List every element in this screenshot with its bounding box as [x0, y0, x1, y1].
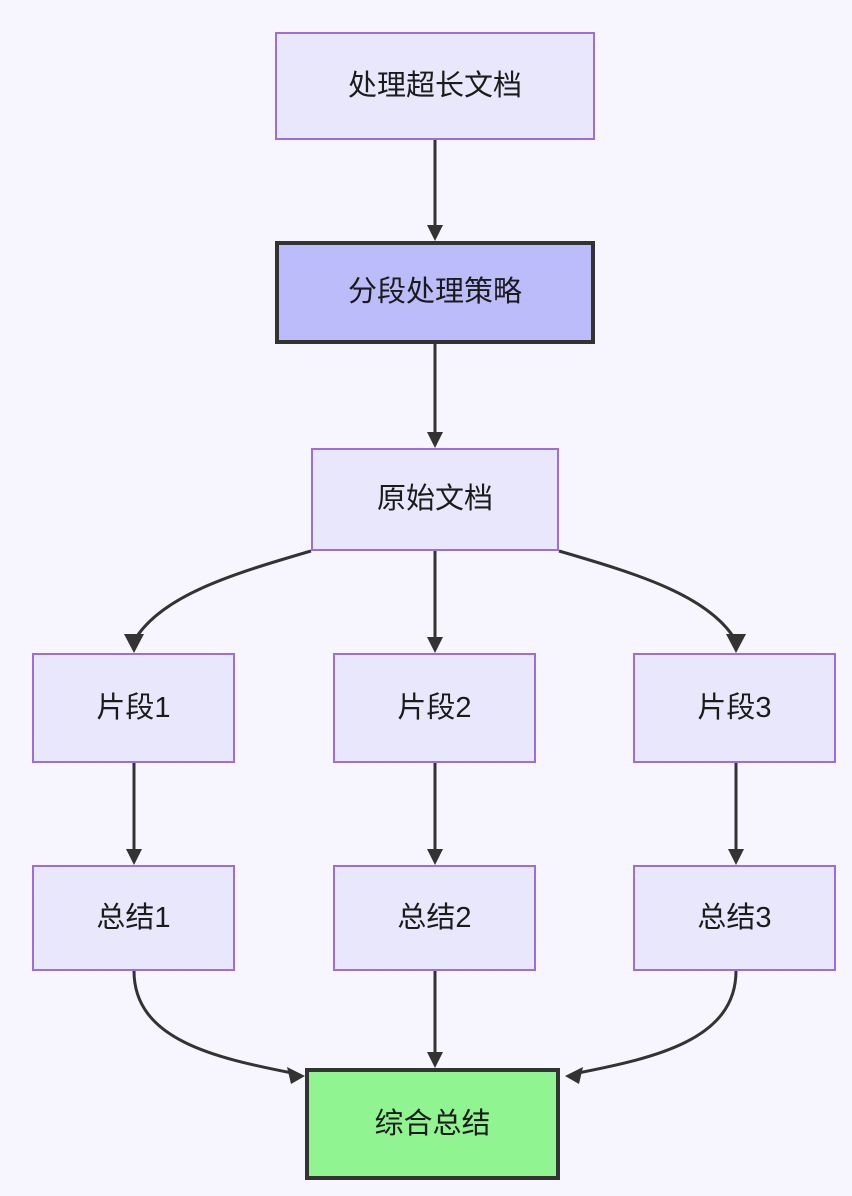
edge-line	[132, 970, 293, 1075]
flow-edge-e-source-chunk2	[427, 551, 443, 653]
flow-edge-e-source-chunk3	[558, 549, 746, 653]
flow-node-sum1[interactable]: 总结1	[32, 865, 235, 971]
flow-node-label: 总结1	[96, 901, 171, 934]
edge-line	[577, 970, 738, 1075]
flow-node-label: 综合总结	[374, 1107, 491, 1140]
arrowhead-icon	[124, 634, 144, 653]
flow-node-label: 处理超长文档	[347, 69, 522, 102]
flow-edge-e-doc-strategy	[427, 140, 443, 241]
flow-node-label: 总结2	[397, 901, 472, 934]
flow-node-source[interactable]: 原始文档	[311, 448, 559, 551]
flow-node-label: 分段处理策略	[347, 276, 522, 309]
arrowhead-icon	[427, 225, 443, 241]
flow-node-sum3[interactable]: 总结3	[633, 865, 836, 971]
flow-node-sum2[interactable]: 总结2	[333, 865, 536, 971]
flow-node-label: 原始文档	[376, 483, 493, 516]
flow-edge-e-chunk2-sum2	[427, 763, 443, 865]
flow-node-label: 片段1	[96, 691, 171, 724]
edge-line	[132, 549, 312, 642]
arrowhead-icon	[427, 432, 443, 448]
flow-node-label: 总结3	[697, 901, 772, 934]
flow-node-label: 片段3	[697, 691, 772, 724]
arrowhead-icon	[287, 1067, 305, 1084]
flow-node-chunk1[interactable]: 片段1	[32, 653, 235, 763]
flow-edge-e-sum3-final	[565, 970, 738, 1084]
arrowhead-icon	[565, 1067, 583, 1084]
arrowhead-icon	[126, 849, 142, 865]
flow-edge-e-chunk1-sum1	[126, 763, 142, 865]
arrowhead-icon	[726, 634, 746, 653]
flow-node-label: 片段2	[397, 691, 472, 724]
flow-edge-e-sum2-final	[427, 971, 443, 1068]
flow-edge-e-sum1-final	[132, 970, 305, 1084]
arrowhead-icon	[427, 849, 443, 865]
arrowhead-icon	[728, 849, 744, 865]
arrowhead-icon	[427, 1052, 443, 1068]
flow-node-strategy[interactable]: 分段处理策略	[275, 241, 595, 344]
flow-node-doc[interactable]: 处理超长文档	[275, 32, 595, 140]
flow-edge-e-source-chunk1	[124, 549, 312, 653]
flow-edge-e-chunk3-sum3	[728, 763, 744, 865]
arrowhead-icon	[427, 637, 443, 653]
flow-node-chunk3[interactable]: 片段3	[633, 653, 836, 763]
flow-node-chunk2[interactable]: 片段2	[333, 653, 536, 763]
flow-node-final[interactable]: 综合总结	[305, 1068, 560, 1180]
flow-edge-e-strategy-source	[427, 344, 443, 448]
edge-line	[558, 549, 738, 642]
